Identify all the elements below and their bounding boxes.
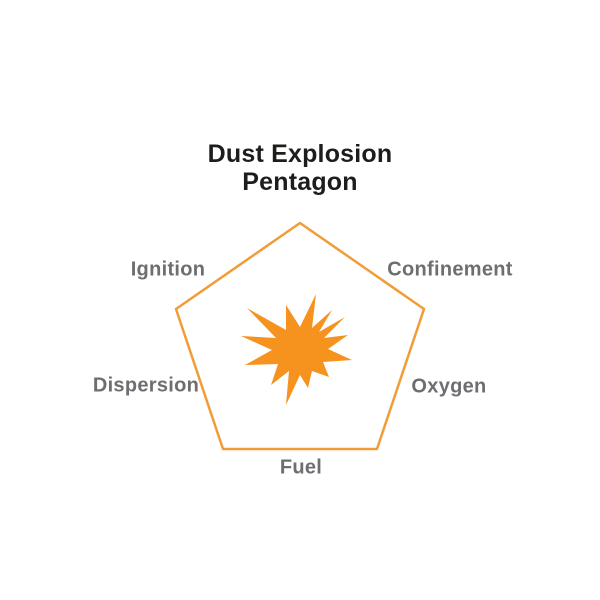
page-title: Dust Explosion Pentagon xyxy=(0,140,600,196)
pentagon-outline xyxy=(174,221,426,451)
label-fuel: Fuel xyxy=(279,456,323,479)
label-dispersion: Dispersion xyxy=(92,374,200,397)
label-confinement: Confinement xyxy=(387,258,513,281)
label-ignition: Ignition xyxy=(130,258,206,281)
explosion-starburst-icon xyxy=(241,294,352,405)
page-title-line1: Dust Explosion xyxy=(207,140,393,168)
page-title-line2: Pentagon xyxy=(242,168,358,196)
label-oxygen: Oxygen xyxy=(411,375,487,398)
